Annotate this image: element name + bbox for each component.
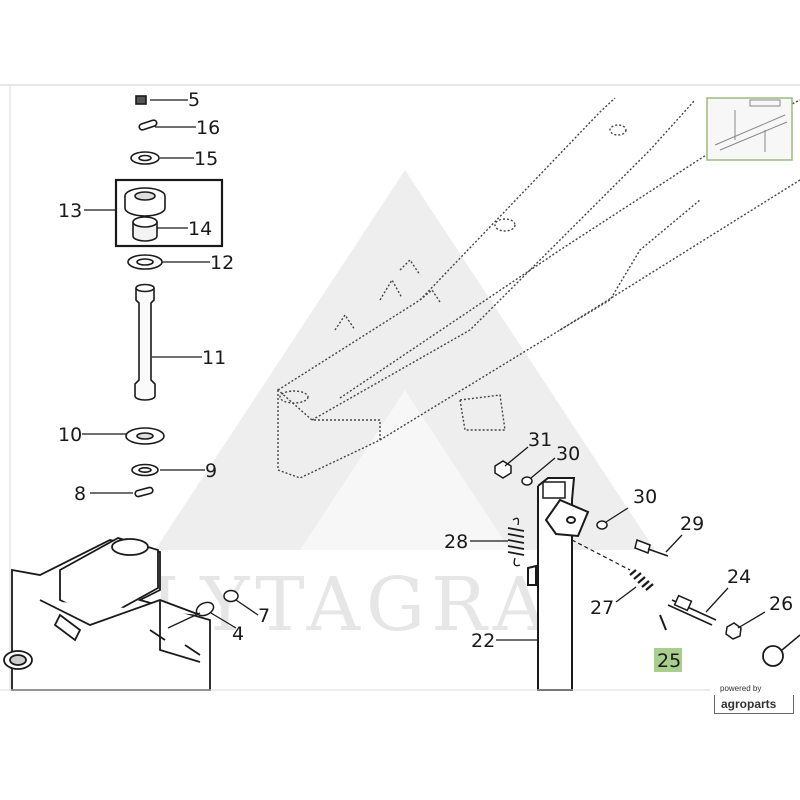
callout-25-highlight: [654, 648, 682, 672]
callout-27[interactable]: 27: [590, 597, 614, 619]
callout-22[interactable]: 22: [471, 630, 495, 652]
part-7-nut: [223, 589, 239, 603]
callout-30-right[interactable]: 30: [633, 486, 657, 508]
callout-8[interactable]: 8: [74, 483, 86, 505]
bottom-left-frame: [3, 537, 211, 691]
badge-brand: agroparts: [714, 695, 794, 714]
handle-ball: [762, 645, 784, 667]
callout-31[interactable]: 31: [528, 429, 552, 451]
callout-10[interactable]: 10: [58, 424, 82, 446]
frame-beam: [277, 97, 800, 479]
callout-24[interactable]: 24: [727, 566, 751, 588]
callout-9[interactable]: 9: [205, 460, 217, 482]
part-16-pin: [138, 119, 158, 131]
part-11-shaft: [134, 288, 156, 401]
part-28-spring: [507, 517, 525, 567]
watermark: LYTAGRA: [150, 170, 655, 648]
part-31-nut: [494, 460, 512, 479]
leader-lines-right: [470, 446, 766, 641]
watermark-text: LYTAGRA: [150, 562, 552, 648]
beam-end-plate: [277, 388, 381, 479]
part-29-bolt: [634, 538, 669, 557]
beam-upper-edge: [277, 97, 616, 391]
part-26-nut: [725, 622, 742, 640]
callout-15[interactable]: 15: [194, 148, 218, 170]
callout-30-top[interactable]: 30: [556, 443, 580, 465]
agroparts-badge[interactable]: powered by agroparts: [714, 684, 794, 714]
frame-slot: [111, 538, 149, 556]
part-8-pin: [134, 486, 154, 498]
frame-plate: [59, 537, 159, 622]
part-30-washer-right: [596, 520, 608, 530]
callout-4[interactable]: 4: [232, 623, 244, 645]
left-parts-stack: [114, 95, 224, 498]
beam-bracket: [459, 394, 506, 431]
callout-26[interactable]: 26: [769, 593, 793, 615]
callout-11[interactable]: 11: [202, 347, 226, 369]
callout-12[interactable]: 12: [210, 252, 234, 274]
beam-right-arm: [559, 199, 701, 331]
beam-lower-edge: [311, 99, 696, 421]
callout-labels: 5 16 15 13 14 12 11 10 9 8 7 4 31 30 30 …: [58, 89, 793, 672]
callout-28[interactable]: 28: [444, 531, 468, 553]
leader-lines-left: [82, 99, 210, 494]
part-13-box: [114, 178, 224, 248]
callout-13[interactable]: 13: [58, 200, 82, 222]
leader-lines-4-7: [167, 599, 259, 629]
callout-7[interactable]: 7: [258, 605, 270, 627]
callout-5[interactable]: 5: [188, 89, 200, 111]
beam-back-edge: [339, 99, 800, 399]
part-25-pin: [659, 614, 667, 631]
callout-16[interactable]: 16: [196, 117, 220, 139]
part-5-bolt: [135, 95, 147, 105]
badge-powered-by: powered by: [720, 684, 762, 693]
part-30-washer-top: [521, 476, 533, 486]
watermark-triangle-inner: [300, 390, 510, 550]
part-4-washer: [195, 601, 215, 617]
thumbnail-preview-icon[interactable]: [706, 97, 793, 161]
part-27-spring: [629, 569, 654, 591]
callout-14[interactable]: 14: [188, 218, 212, 240]
post-assembly: [494, 460, 800, 691]
watermark-triangle: [155, 170, 655, 550]
callout-25[interactable]: 25: [657, 650, 681, 672]
callout-29[interactable]: 29: [680, 513, 704, 535]
parts-4-7: [195, 589, 239, 617]
